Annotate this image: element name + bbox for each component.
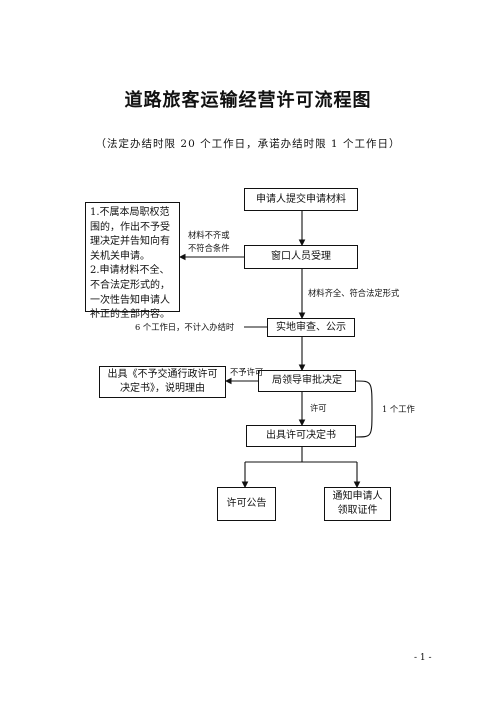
inspect-box: 实地审查、公示 (267, 318, 355, 337)
page-number: - 1 - (414, 653, 432, 663)
label-one-day: 1 个工作 (382, 404, 415, 414)
reject-box: 出具《不予交通行政许可决定书》，说明理由 (99, 366, 226, 398)
label-days6: 6 个工作日，不计入办结时 (135, 322, 235, 332)
notice-text: 1.不属本局职权范围的，作出不予受理决定并告知向有关机关申请。 2.申请材料不全… (90, 207, 170, 321)
page-title: 道路旅客运输经营许可流程图 (124, 90, 372, 111)
announce-box: 许可公告 (217, 487, 276, 521)
page-subtitle: （法定办结时限 20 个工作日，承诺办结时限 1 个工作日） (95, 138, 401, 150)
notify-box: 通知申请人领取证件 (324, 487, 391, 521)
notice-box: 1.不属本局职权范围的，作出不予受理决定并告知向有关机关申请。 2.申请材料不全… (85, 202, 180, 320)
label-incomplete-2: 不符合条件 (188, 243, 230, 253)
approve-box: 局领导审批决定 (258, 370, 356, 392)
label-incomplete-1: 材料不齐或 (188, 230, 230, 240)
label-complete: 材料齐全、符合法定形式 (308, 288, 400, 298)
label-not-permit: 不予许可 (230, 367, 264, 377)
brace-one-day (355, 380, 373, 438)
issue-box: 出具许可决定书 (246, 425, 356, 447)
label-permit: 许可 (310, 403, 327, 413)
submit-box: 申请人提交申请材料 (244, 188, 358, 211)
window-box: 窗口人员受理 (244, 245, 358, 269)
